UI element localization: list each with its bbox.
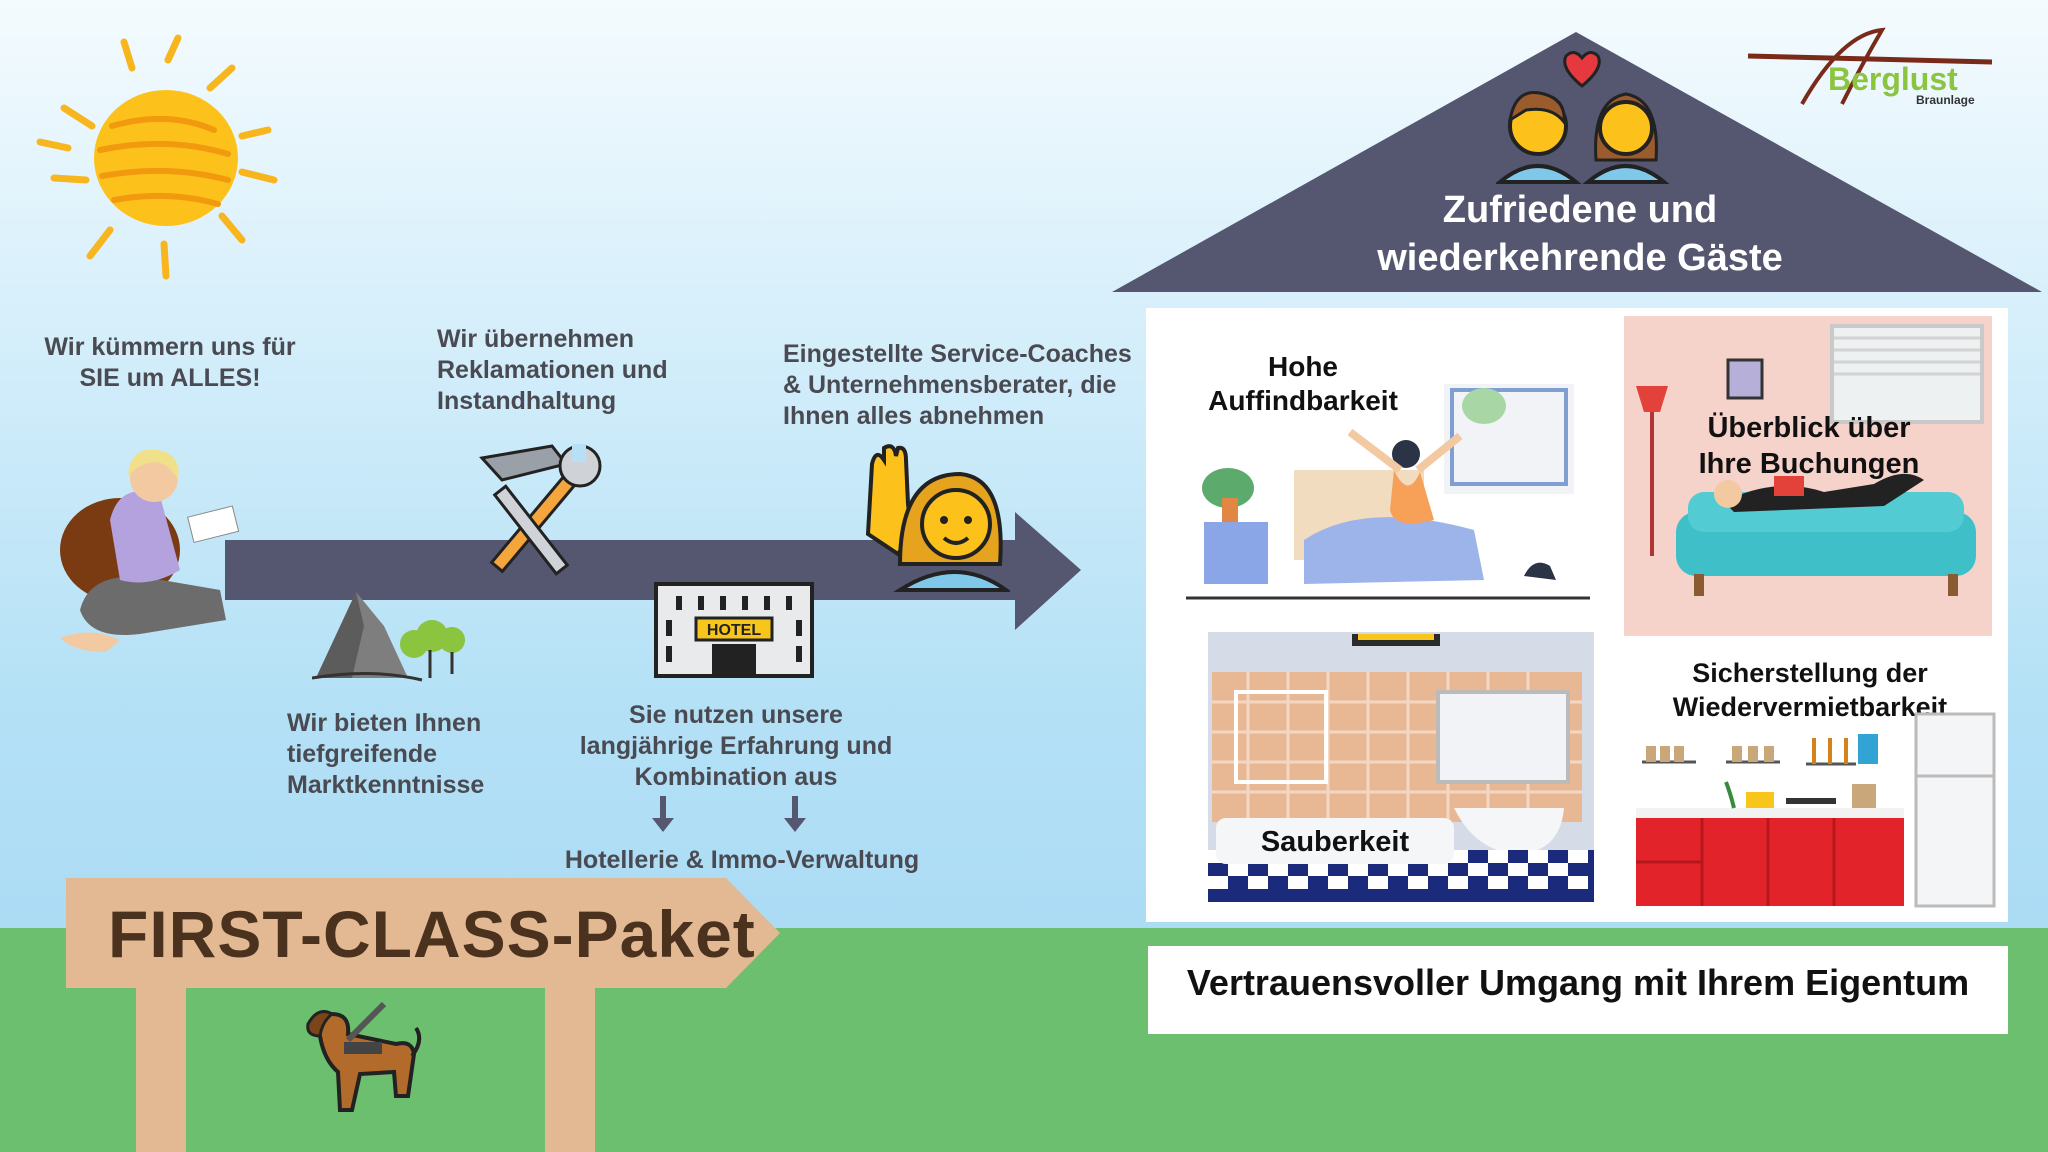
dog-icon — [306, 1001, 422, 1112]
logo-name: Berglust — [1828, 61, 1958, 97]
couple-heart-icon — [1496, 51, 1670, 184]
findability-label: Hohe Auffindbarkeit — [1208, 351, 1398, 416]
mountain-trees-icon — [312, 592, 465, 682]
hammer-wrench-icon — [479, 444, 602, 576]
first-class-title: FIRST-CLASS-Paket — [108, 897, 756, 971]
woman-reading-illustration — [60, 449, 240, 652]
signpost-left-post — [136, 988, 186, 1152]
logo-place: Braunlage — [1916, 93, 1975, 107]
combo-text: Hotellerie & Immo-Verwaltung — [564, 846, 920, 874]
living-room-illustration — [1624, 316, 1992, 636]
cleanliness-label: Sauberkeit — [1260, 826, 1410, 858]
bathroom-illustration — [1208, 632, 1594, 902]
house-roof — [1112, 32, 2042, 292]
waving-woman-icon — [865, 444, 1010, 592]
coaches-text: Eingestellte Service-Coaches & Unternehm… — [783, 340, 1132, 430]
overview-label: Überblick über Ihre Buchungen — [1698, 412, 1920, 480]
hotel-icon: HOTEL — [654, 582, 814, 678]
signpost-right-post — [545, 988, 595, 1152]
hotel-sign-text: HOTEL — [707, 622, 761, 639]
timeline-arrow — [225, 512, 1081, 630]
market-knowledge-text: Wir bieten Ihnen tiefgreifende Marktkenn… — [287, 709, 485, 799]
experience-text: Sie nutzen unsere langjährige Erfahrung … — [579, 701, 893, 791]
sun-icon — [36, 34, 278, 280]
roof-title: Zufriedene und wiederkehrende Gäste — [1377, 189, 1783, 279]
kitchen-illustration — [1636, 712, 1996, 908]
signpost-board — [66, 878, 780, 988]
repairs-text: Wir übernehmen Reklamationen und Instand… — [437, 325, 668, 415]
footer-box — [1148, 946, 2008, 1034]
berglust-logo: Berglust Braunlage — [1747, 27, 1993, 107]
trust-statement: Vertrauensvoller Umgang mit Ihrem Eigent… — [1186, 962, 1970, 1003]
intro-text: Wir kümmern uns für SIE um ALLES! — [44, 333, 296, 392]
rentability-label: Sicherstellung der Wiedervermietbarkeit — [1672, 658, 1948, 722]
down-arrows-icon — [652, 796, 806, 832]
bedroom-illustration — [1186, 384, 1590, 600]
